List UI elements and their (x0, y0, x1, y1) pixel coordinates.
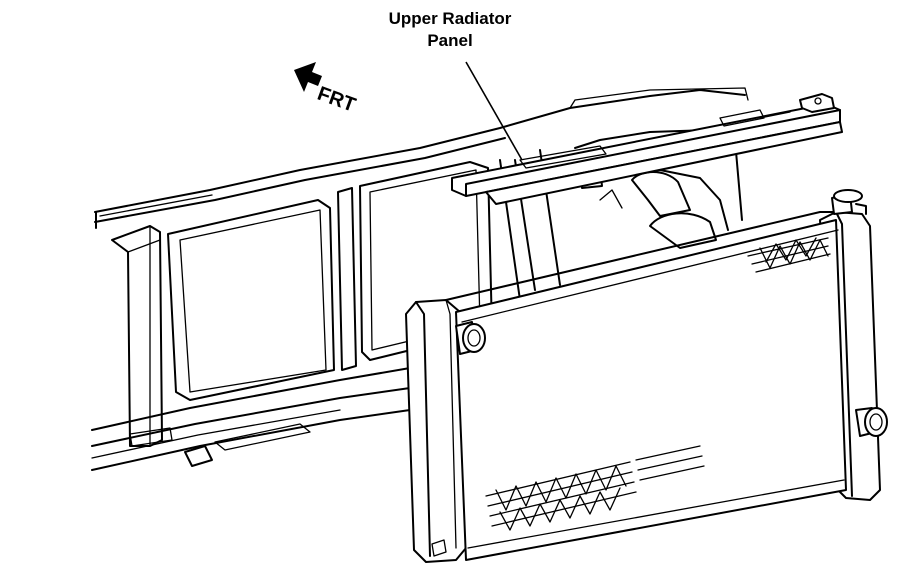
callout-leader-line (465, 61, 523, 161)
radiator-assembly (405, 189, 888, 563)
upper-radiator-panel-label: Upper Radiator Panel (340, 8, 560, 52)
upper-radiator-panel (451, 93, 843, 205)
callout-line-1: Upper Radiator (388, 9, 512, 28)
core-fins-lower (485, 445, 705, 531)
inlet-fitting (455, 321, 486, 355)
callout-line-2: Panel (427, 31, 473, 50)
front-arrow-icon (294, 62, 322, 92)
outlet-fitting (855, 407, 888, 437)
radiator-cap (831, 189, 867, 215)
core-fins-upper (747, 237, 831, 273)
